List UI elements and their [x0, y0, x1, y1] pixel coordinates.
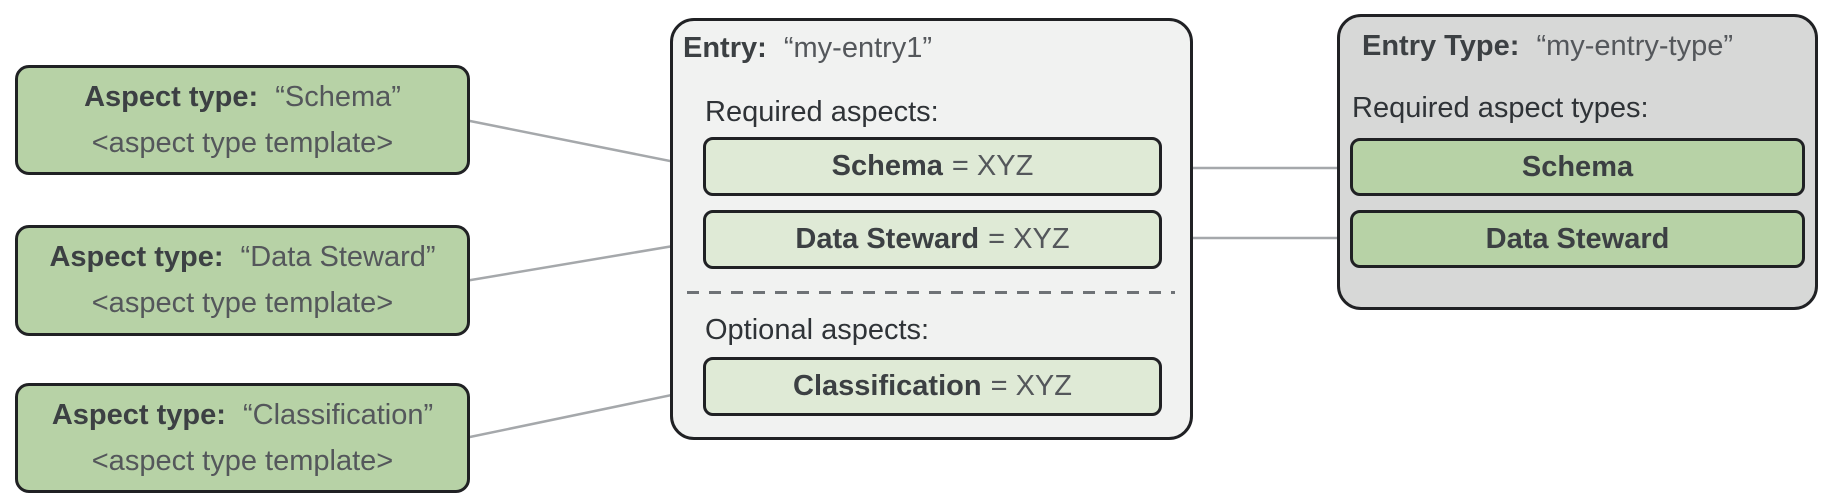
entry-name: “my-entry1” [783, 32, 933, 64]
aspect-type-label: Aspect type: [49, 241, 224, 273]
aspect-name: Data Steward [795, 223, 980, 255]
aspect-type-template: <aspect type template> [91, 287, 394, 319]
aspect-name: Classification [793, 370, 982, 402]
entry-label: Entry: [683, 32, 767, 64]
entry-type-name: “my-entry-type” [1536, 30, 1734, 62]
aspect-type-title: Aspect type: “Schema” [84, 81, 401, 114]
aspect-value: = XYZ [988, 223, 1070, 255]
entry-type-label: Entry Type: [1362, 30, 1520, 62]
aspect-type-name: Schema [1521, 150, 1634, 183]
aspect-type-label: Aspect type: [51, 398, 226, 431]
aspect-type-title: Aspect type: “Data Steward” [49, 241, 435, 274]
aspect-type-label: Aspect type: [84, 80, 259, 113]
entry-aspect-data-steward: Data Steward = XYZ [703, 210, 1162, 269]
entry-aspect-schema: Schema = XYZ [703, 137, 1162, 196]
optional-aspects-label: Optional aspects: [705, 314, 930, 346]
aspect-type-name: “Schema” [275, 80, 401, 113]
aspect-type-name: “Data Steward” [240, 241, 436, 273]
required-optional-divider [687, 291, 1175, 294]
entry-type-header: Entry Type: “my-entry-type” [1362, 29, 1733, 63]
aspect-type-box-schema: Aspect type: “Schema” <aspect type templ… [15, 65, 470, 175]
aspect-type-title: Aspect type: “Classification” [52, 399, 433, 432]
entry-aspect-classification: Classification = XYZ [703, 357, 1162, 416]
aspect-type-name: “Classification” [242, 398, 434, 431]
entry-type-aspect-schema: Schema [1350, 138, 1805, 196]
required-aspects-label: Required aspects: [705, 96, 939, 128]
aspect-type-template: <aspect type template> [91, 444, 394, 477]
aspect-type-box-data-steward: Aspect type: “Data Steward” <aspect type… [15, 225, 470, 336]
entry-type-aspect-data-steward: Data Steward [1350, 210, 1805, 268]
aspect-type-box-classification: Aspect type: “Classification” <aspect ty… [15, 383, 470, 493]
aspect-value: = XYZ [951, 150, 1034, 182]
aspect-value: = XYZ [990, 370, 1072, 402]
entry-type-box: Entry Type: “my-entry-type” Required asp… [1337, 14, 1818, 310]
aspect-type-template: <aspect type template> [91, 126, 394, 159]
entry-header: Entry: “my-entry1” [683, 31, 932, 65]
required-aspect-types-label: Required aspect types: [1352, 92, 1649, 124]
aspect-name: Schema [831, 150, 943, 182]
entry-box: Entry: “my-entry1” Required aspects: Sch… [670, 18, 1193, 440]
aspect-type-name: Data Steward [1485, 222, 1670, 255]
